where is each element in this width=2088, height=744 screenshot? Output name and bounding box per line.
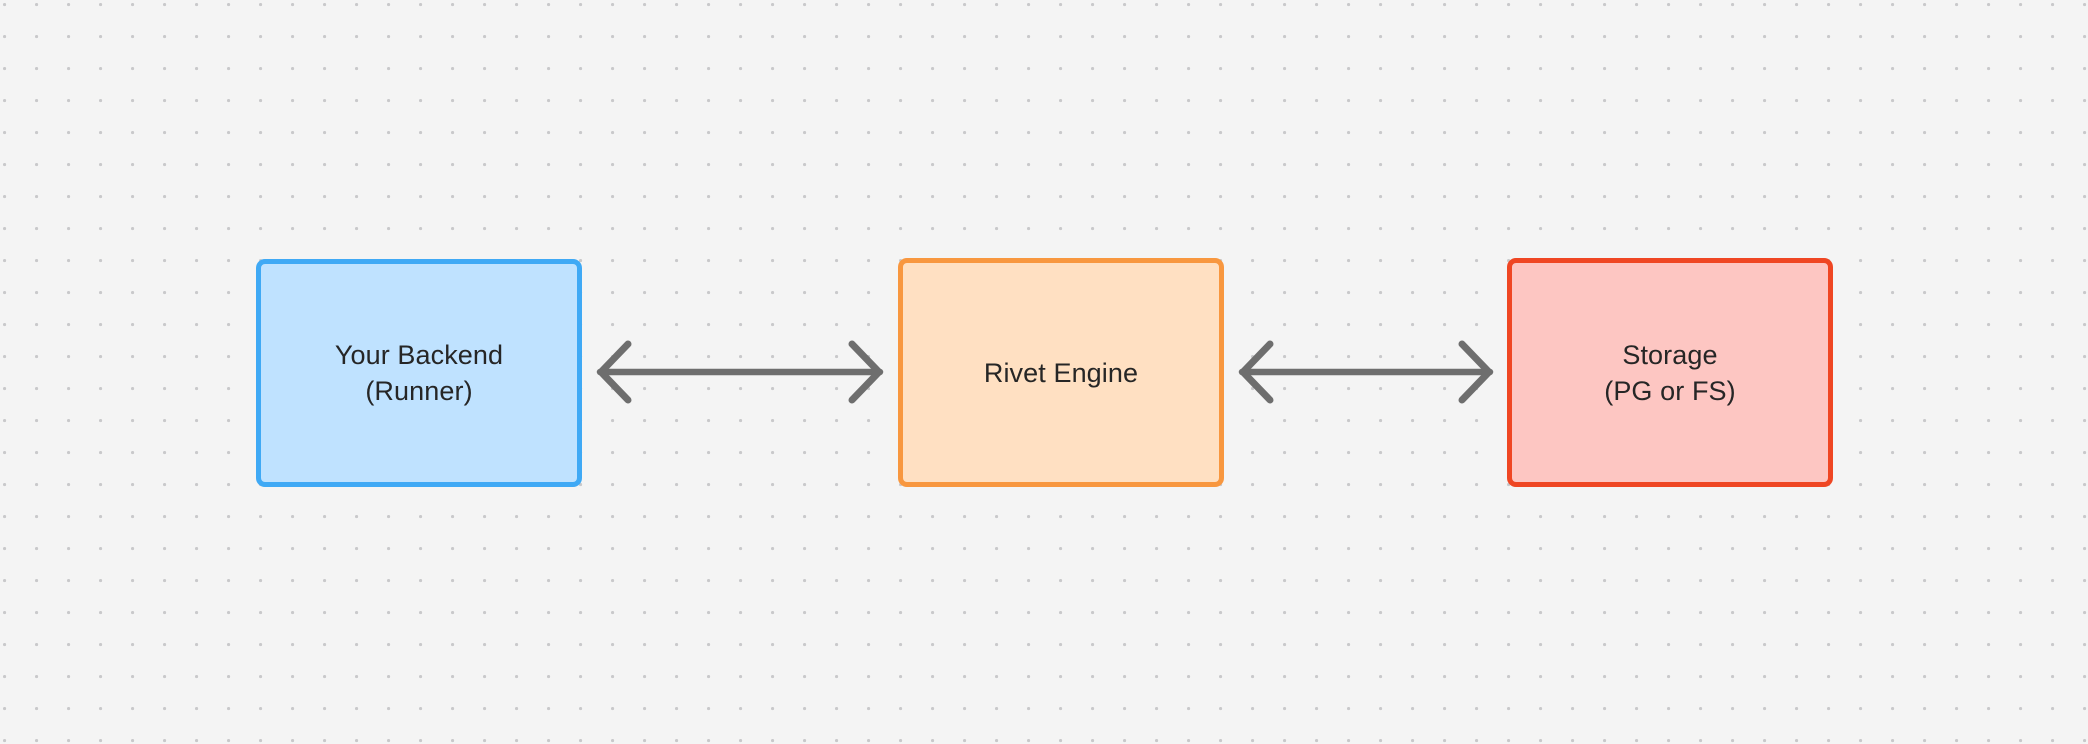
- node-rivet-engine[interactable]: Rivet Engine: [898, 258, 1224, 487]
- connector-engine-storage[interactable]: [1232, 336, 1500, 408]
- node-rivet-engine-label: Rivet Engine: [983, 357, 1139, 388]
- double-arrow-icon: [1238, 340, 1494, 404]
- node-storage[interactable]: Storage (PG or FS): [1507, 258, 1833, 487]
- connector-backend-engine[interactable]: [590, 336, 890, 408]
- node-your-backend-label: Your Backend (Runner): [334, 340, 504, 406]
- node-your-backend[interactable]: Your Backend (Runner): [256, 259, 582, 487]
- node-storage-label: Storage (PG or FS): [1604, 339, 1736, 406]
- double-arrow-icon: [596, 340, 884, 404]
